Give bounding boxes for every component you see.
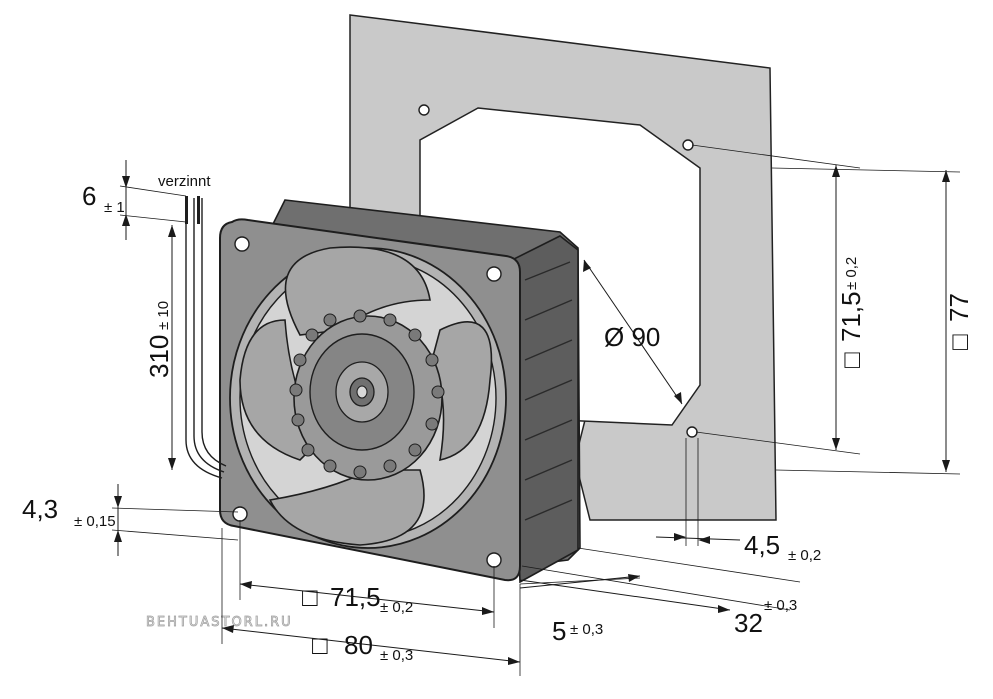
- dim-frame-size-tol: ± 0,3: [380, 647, 413, 664]
- dim-plate-size: [771, 167, 961, 475]
- fan-corner-hole: [486, 266, 502, 282]
- dim-corner-offset-value: 4,3: [22, 494, 58, 524]
- dim-hole-pitch-plate-tol: ± 0,2: [843, 257, 860, 290]
- dim-hole-pitch-plate-value: 71,5: [836, 291, 866, 342]
- dim-plate-size-value: 77: [944, 293, 974, 322]
- dim-corner-offset: [111, 484, 239, 556]
- plate-hole: [682, 139, 694, 151]
- dim-wire-strip-tol: ± 1: [104, 199, 125, 216]
- dim-hole-pitch-plate-prefix: □: [836, 352, 866, 368]
- dim-wire-strip-value: 6: [82, 181, 96, 211]
- dim-flange-depth-value: 5: [552, 616, 566, 646]
- dim-corner-offset-tol: ± 0,15: [74, 513, 116, 530]
- dim-plate-hole: [655, 438, 741, 546]
- lead-wires: [185, 196, 227, 479]
- fan-corner-hole: [234, 236, 250, 252]
- dim-fan-depth-tol: ± 0,3: [764, 597, 797, 614]
- dim-frame-size: [221, 528, 521, 676]
- dim-cutout: [583, 259, 683, 405]
- plate-hole: [418, 104, 430, 116]
- fan: [219, 199, 581, 584]
- dim-fan-depth-value: 32: [734, 608, 763, 638]
- dim-wire-length-tol: ± 10: [155, 301, 172, 330]
- fan-corner-hole: [486, 552, 502, 568]
- dim-plate-hole-tol: ± 0,2: [788, 547, 821, 564]
- dim-wire-strip: [119, 160, 187, 240]
- dim-wire-length-value: 310: [144, 335, 174, 378]
- dim-cutout-value: Ø 90: [604, 322, 660, 352]
- dim-frame-size-prefix: □: [312, 630, 328, 660]
- dim-hole-pitch-front-tol: ± 0,2: [380, 599, 413, 616]
- dim-flange-depth-tol: ± 0,3: [570, 621, 603, 638]
- dim-plate-hole-value: 4,5: [744, 530, 780, 560]
- dim-hole-pitch-front: [239, 520, 495, 628]
- dim-fan-depth: [519, 547, 801, 613]
- dim-hole-pitch-plate: [691, 144, 861, 455]
- dim-hole-pitch-front-value: 71,5: [330, 582, 381, 612]
- dim-wire-length: [168, 225, 176, 470]
- fan-corner-hole: [232, 506, 248, 522]
- dim-hole-pitch-front-prefix: □: [302, 582, 318, 612]
- wire-label: verzinnt: [158, 173, 211, 190]
- dim-flange-depth: [519, 574, 641, 589]
- dim-frame-size-value: 80: [344, 630, 373, 660]
- watermark: BEHTUASTORL.RU: [146, 615, 293, 630]
- dim-plate-size-prefix: □: [944, 334, 974, 350]
- plate-hole: [686, 426, 698, 438]
